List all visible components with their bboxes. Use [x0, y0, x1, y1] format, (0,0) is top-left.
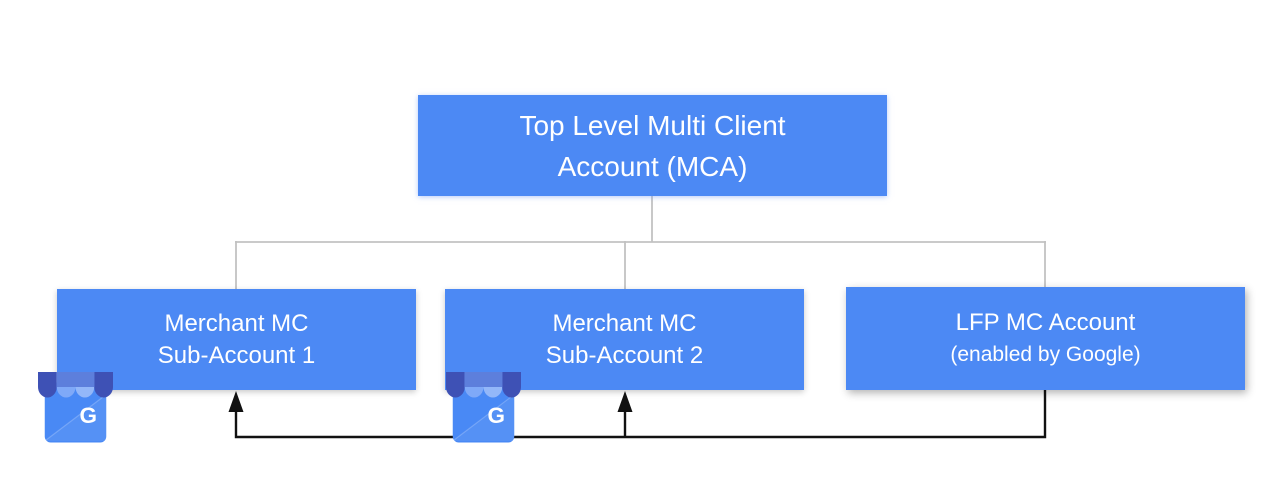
node-title-line: Merchant MC	[164, 309, 309, 337]
node-title-line: Top Level Multi Client	[519, 109, 786, 141]
node-title-line: Sub-Account 1	[157, 341, 316, 369]
google-business-profile-icon: G	[38, 372, 113, 443]
arrowhead-to-merchant2-icon	[617, 391, 633, 412]
node-title-line: Sub-Account 2	[545, 341, 704, 369]
google-g-glyph: G	[79, 403, 97, 428]
node-lfp-mc-account: LFP MC Account (enabled by Google)	[846, 287, 1245, 390]
feed-arrow-lines	[234, 390, 1047, 439]
arrowhead-to-merchant1-icon	[228, 391, 244, 412]
node-title-line: Account (MCA)	[557, 150, 748, 182]
google-business-profile-icon: G	[446, 372, 521, 443]
node-subtitle-line: (enabled by Google)	[950, 342, 1141, 366]
node-title-line: Merchant MC	[552, 309, 697, 337]
node-title-line: LFP MC Account	[955, 308, 1136, 336]
google-g-glyph: G	[487, 403, 505, 428]
node-top-level-mca: Top Level Multi Client Account (MCA)	[418, 95, 887, 196]
tree-connector-lines	[235, 196, 1046, 289]
node-merchant-sub-account-1: Merchant MC Sub-Account 1	[57, 289, 416, 390]
